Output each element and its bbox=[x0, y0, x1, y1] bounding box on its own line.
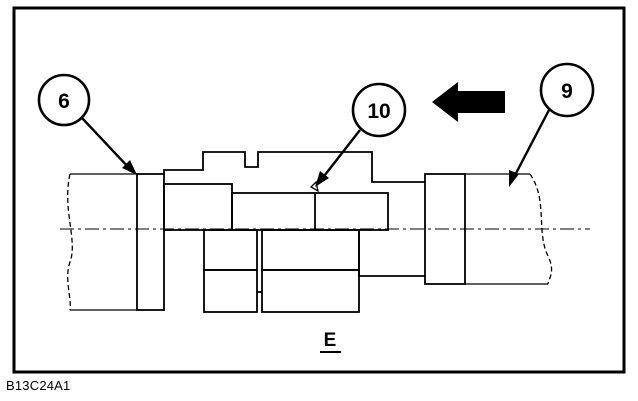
upper-block bbox=[163, 183, 233, 231]
lower-blocks bbox=[203, 229, 360, 313]
left-flange bbox=[136, 173, 165, 311]
callout-10-label: 10 bbox=[367, 100, 390, 123]
figure-code: B13C24A1 bbox=[6, 378, 71, 393]
view-label-text: E bbox=[324, 330, 337, 351]
right-body bbox=[358, 173, 466, 285]
callout-6: 6 bbox=[37, 73, 137, 175]
shaft-section bbox=[231, 192, 389, 231]
callout-10: 10 bbox=[315, 82, 407, 187]
upper-housing bbox=[163, 151, 425, 183]
direction-arrow bbox=[432, 82, 505, 122]
figure-frame bbox=[12, 6, 626, 374]
callout-6-label: 6 bbox=[58, 90, 70, 113]
left-shaft bbox=[67, 173, 137, 311]
view-label: E bbox=[320, 330, 341, 353]
right-shaft bbox=[465, 173, 553, 285]
callout-9-label: 9 bbox=[561, 80, 573, 103]
callout-9: 9 bbox=[509, 62, 595, 187]
spring-clip bbox=[309, 180, 319, 193]
